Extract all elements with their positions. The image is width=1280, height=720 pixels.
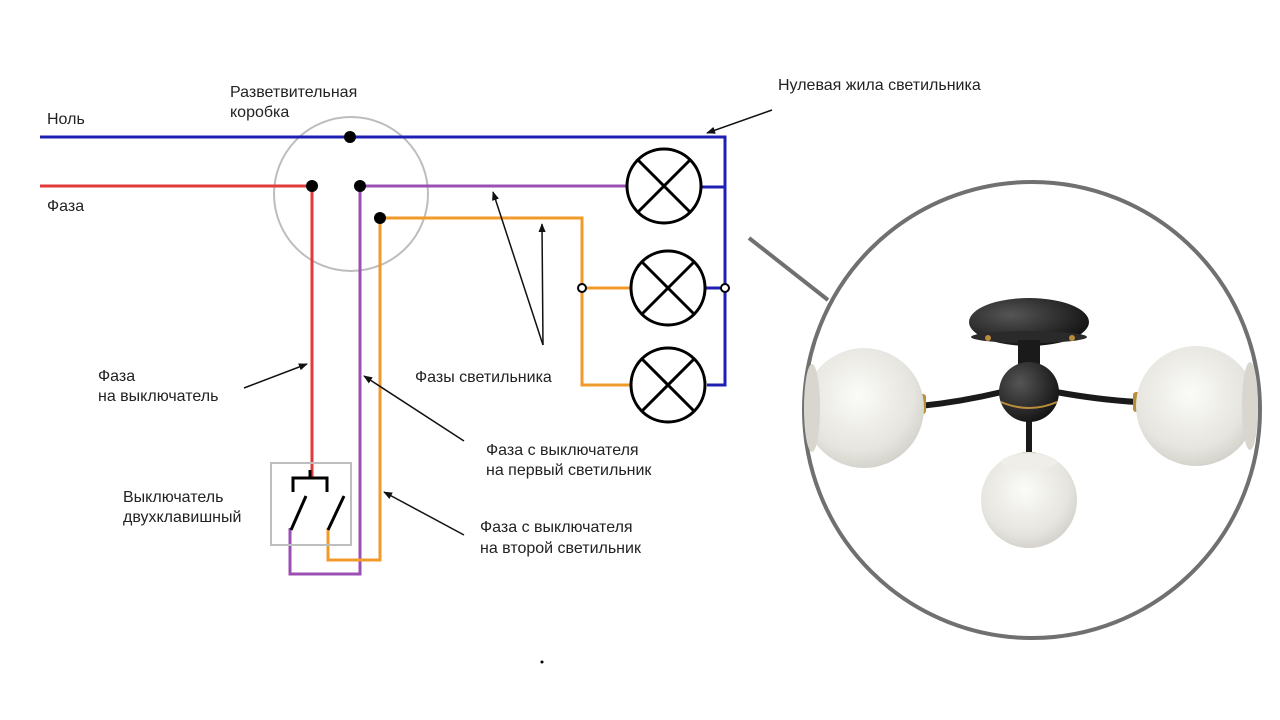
junction-node-right (720, 283, 730, 293)
stray-dot (540, 660, 544, 664)
phase-label: Фаза (47, 198, 84, 215)
switch-label-line1: Выключатель (123, 489, 223, 506)
junction-box-label-line2: коробка (230, 104, 289, 121)
callout-arrows (243, 109, 773, 536)
lamp-phases-label: Фазы светильника (415, 369, 552, 386)
phase-second-lamp-label-line2: на второй светильник (480, 540, 642, 557)
chandelier-three-shade-icon (804, 298, 1258, 548)
lamp-neutral-label: Нулевая жила светильника (778, 77, 981, 94)
lamp-cross-icon (629, 346, 707, 424)
junction-node-left (577, 283, 587, 293)
phase-first-lamp-label-line2: на первый светильник (486, 462, 652, 479)
junction-box-label-line1: Разветвительная (230, 84, 357, 101)
connection-dots (306, 131, 386, 224)
double-switch-symbol (270, 462, 352, 546)
phase-wire (40, 184, 314, 478)
lamp-cross-icon (625, 147, 703, 225)
switch-label-line2: двухклавишный (123, 509, 241, 526)
callout-pointer-line (747, 236, 830, 302)
lamp-cross-icon (629, 249, 707, 327)
junction-box-circle (273, 116, 429, 272)
phase-to-switch-label-line2: на выключатель (98, 388, 218, 405)
phase-to-switch-label-line1: Фаза (98, 368, 135, 385)
neutral-wire (40, 135, 727, 387)
phase-second-lamp-label-line1: Фаза с выключателя (480, 519, 633, 536)
neutral-label: Ноль (47, 111, 85, 128)
phase-second-lamp-wire (326, 216, 631, 562)
phase-first-lamp-label-line1: Фаза с выключателя (486, 442, 639, 459)
phase-first-lamp-wire (288, 184, 627, 576)
